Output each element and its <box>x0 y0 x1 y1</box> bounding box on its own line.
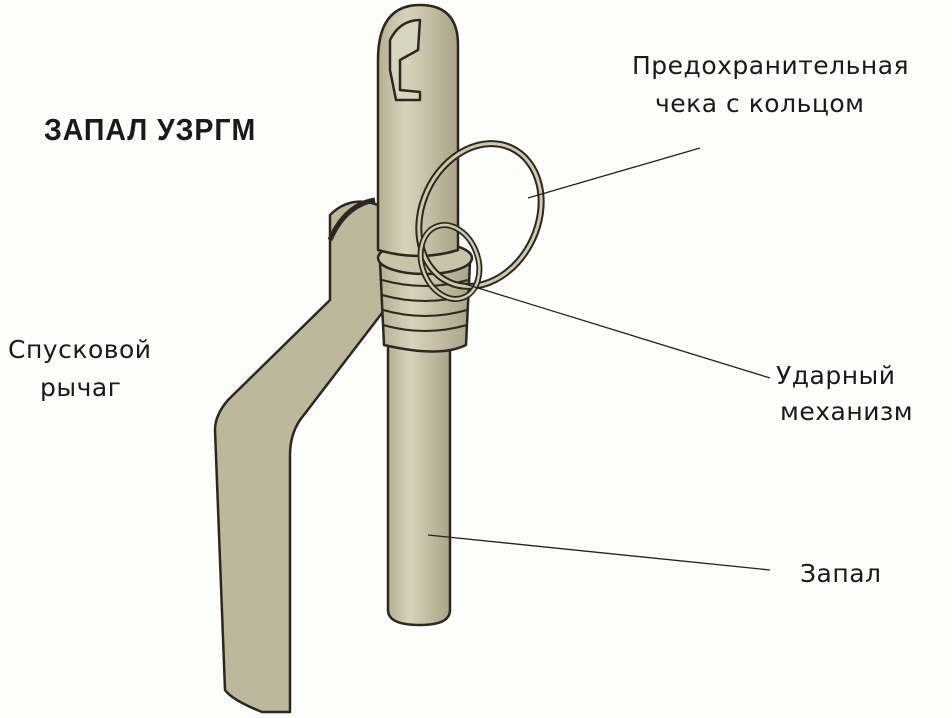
label-lever-1: Спусковой <box>8 335 152 364</box>
label-safety-pin-2: чека с кольцом <box>655 89 865 118</box>
leader-safety-pin <box>527 147 701 199</box>
label-striker-1: Ударный <box>776 361 896 390</box>
head-slot <box>388 18 422 102</box>
label-lever-2: рычаг <box>40 373 122 402</box>
fuse-tube <box>386 338 452 627</box>
label-striker-2: механизм <box>780 397 914 426</box>
leader-fuse <box>427 534 771 571</box>
release-lever <box>213 200 404 714</box>
leader-striker <box>464 283 771 379</box>
label-safety-pin-1: Предохранительная <box>632 51 910 80</box>
label-fuse: Запал <box>800 559 882 588</box>
diagram-title: ЗАПАЛ УЗРГМ <box>44 112 257 147</box>
lever-hook <box>327 197 376 242</box>
